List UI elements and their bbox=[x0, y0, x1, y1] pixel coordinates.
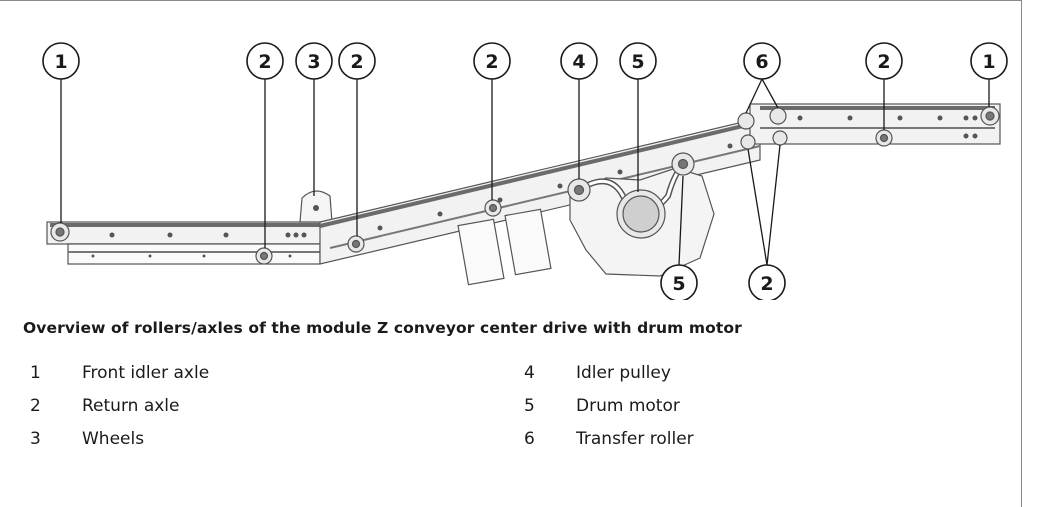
callout-3-label: 3 bbox=[307, 51, 320, 73]
callout-2-b-label: 2 bbox=[350, 51, 363, 73]
legend-label: Transfer roller bbox=[576, 429, 694, 449]
figure-caption: Overview of rollers/axles of the module … bbox=[23, 319, 742, 337]
legend-number: 5 bbox=[524, 396, 535, 416]
callout-1-right-label: 1 bbox=[982, 51, 995, 73]
callout-1-left-label: 1 bbox=[54, 51, 67, 73]
conveyor-diagram: 1 2 3 2 2 4 5 6 2 1 5 2 bbox=[42, 42, 1008, 300]
legend-number: 2 bbox=[30, 396, 41, 416]
figure-frame-right bbox=[1021, 0, 1022, 507]
legend-label: Drum motor bbox=[576, 396, 680, 416]
callout-4 bbox=[560, 42, 598, 80]
mounting-plate-left bbox=[457, 218, 505, 286]
callout-3 bbox=[295, 42, 333, 80]
callout-2-b bbox=[338, 42, 376, 80]
callout-5-top-label: 5 bbox=[631, 51, 644, 73]
legend-label: Wheels bbox=[82, 429, 145, 449]
return-axle-4 bbox=[740, 134, 756, 150]
legend-label: Return axle bbox=[82, 396, 180, 416]
callout-4-label: 4 bbox=[572, 51, 585, 73]
callout-5-top bbox=[619, 42, 657, 80]
callout-2-e-label: 2 bbox=[760, 273, 773, 295]
callout-5-bottom bbox=[660, 264, 698, 300]
leader-lines bbox=[60, 78, 990, 266]
callout-5-bottom-label: 5 bbox=[672, 273, 685, 295]
callout-2-a-label: 2 bbox=[258, 51, 271, 73]
mounting-plate-right bbox=[504, 208, 552, 276]
transfer-roller-2 bbox=[769, 107, 787, 125]
callout-1-left bbox=[42, 42, 80, 80]
callout-2-c-label: 2 bbox=[485, 51, 498, 73]
figure-frame-top bbox=[0, 0, 1022, 1]
legend-number: 4 bbox=[524, 363, 535, 383]
callout-2-c bbox=[473, 42, 511, 80]
lower-conveyor-section bbox=[46, 221, 331, 265]
callout-6 bbox=[743, 42, 781, 80]
callout-1-right bbox=[970, 42, 1008, 80]
transfer-roller-1 bbox=[737, 112, 755, 130]
callout-2-a bbox=[246, 42, 284, 80]
callout-2-d bbox=[865, 42, 903, 80]
legend-number: 6 bbox=[524, 429, 535, 449]
legend-number: 1 bbox=[30, 363, 41, 383]
legend-label: Front idler axle bbox=[82, 363, 210, 383]
callout-2-e bbox=[748, 264, 786, 300]
return-axle-5 bbox=[772, 130, 788, 146]
legend-number: 3 bbox=[30, 429, 41, 449]
callout-2-d-label: 2 bbox=[877, 51, 890, 73]
callout-6-label: 6 bbox=[755, 51, 768, 73]
legend-label: Idler pulley bbox=[576, 363, 671, 383]
